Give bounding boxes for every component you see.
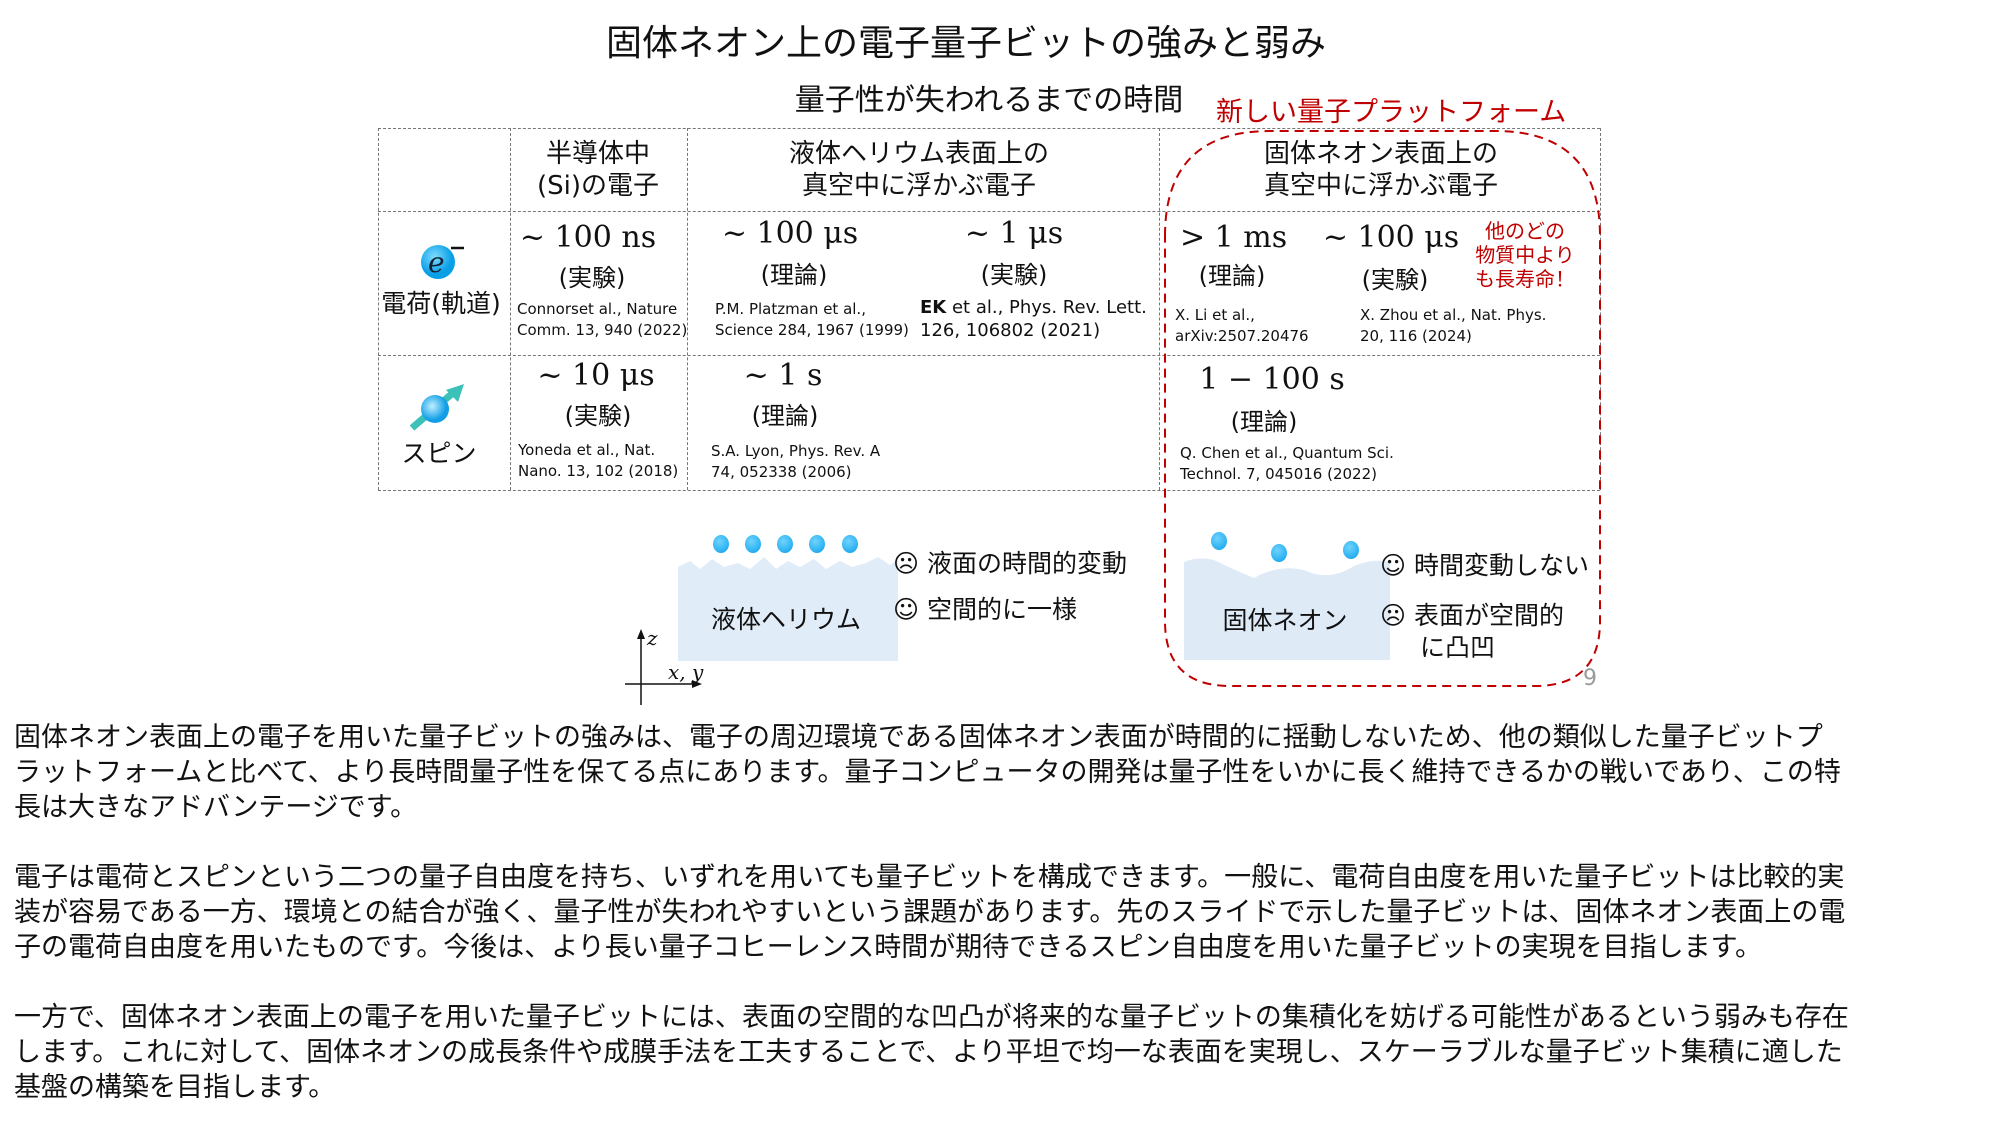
row-label-charge: 電荷(軌道) [381, 289, 501, 318]
electron-dot [842, 535, 858, 553]
svg-text:e: e [428, 246, 445, 279]
header-semiconductor: 半導体中(Si)の電子 [536, 139, 660, 201]
spin-ne-value: 1 − 100 s [1199, 362, 1345, 397]
electron-dot [1211, 532, 1227, 550]
axis-xy-label: x, y [668, 660, 704, 684]
charge-ne-exp-citation: X. Zhou et al., Nat. Phys.20, 116 (2024) [1360, 306, 1547, 345]
electron-dot [777, 535, 793, 553]
helium-con: ☹ 液面の時間的変動 [893, 549, 1128, 578]
electron-icon: e [421, 245, 464, 279]
frown-icon: ☹ [893, 549, 920, 578]
longest-lifetime-note: 他のどの物質中よりも長寿命！ [1475, 219, 1575, 291]
charge-ne-exp-value: ~ 100 μs [1322, 220, 1460, 255]
axis-icon [625, 629, 702, 705]
spin-si-kind: (実験) [564, 402, 632, 430]
spin-ne-citation: Q. Chen et al., Quantum Sci.Technol. 7, … [1180, 444, 1394, 483]
solid-neon-surface [1184, 558, 1390, 660]
table-divider [687, 128, 688, 490]
electron-dot [745, 535, 761, 553]
spin-icon [409, 384, 464, 431]
electron-dot [809, 535, 825, 553]
solid-neon-label: 固体ネオン [1222, 606, 1348, 635]
spin-ne-kind: (理論) [1230, 408, 1298, 436]
charge-ne-theory-value: > 1 ms [1180, 220, 1288, 255]
neon-con: ☹ 表面が空間的に凸凹 [1380, 601, 1565, 662]
header-liquid-helium: 液体ヘリウム表面上の真空中に浮かぶ電子 [788, 139, 1050, 201]
charge-he-exp-value: ~ 1 μs [964, 216, 1064, 251]
table-divider [378, 355, 1600, 356]
slide-subtitle: 量子性が失われるまでの時間 [794, 83, 1184, 118]
charge-ne-theory-citation: X. Li et al.,arXiv:2507.20476 [1175, 306, 1309, 345]
spin-si-value: ~ 10 μs [537, 358, 655, 393]
neon-pro: ☺ 時間変動しない [1380, 551, 1590, 580]
page-number: 9 [1583, 666, 1597, 691]
liquid-helium-label: 液体ヘリウム [710, 605, 862, 634]
charge-he-theory-citation: P.M. Platzman et al.,Science 284, 1967 (… [715, 300, 909, 339]
row-label-spin: スピン [401, 439, 477, 468]
electron-dot [1343, 541, 1359, 559]
charge-si-kind: (実験) [558, 264, 626, 292]
charge-he-theory-value: ~ 100 μs [721, 216, 859, 251]
charge-ne-theory-kind: (理論) [1198, 262, 1266, 290]
liquid-helium-surface [678, 557, 898, 661]
table-divider [510, 128, 511, 490]
slide-title: 固体ネオン上の電子量子ビットの強みと弱み [605, 23, 1327, 64]
smile-icon: ☺ [1380, 551, 1407, 580]
paragraph-strength: 固体ネオン表面上の電子を用いた量子ビットの強みは、電子の周辺環境である固体ネオン… [14, 722, 1841, 823]
charge-he-theory-kind: (理論) [760, 261, 828, 289]
header-solid-neon: 固体ネオン表面上の真空中に浮かぶ電子 [1263, 139, 1499, 201]
helium-pro: ☺ 空間的に一様 [893, 595, 1078, 624]
table-divider [378, 211, 1600, 212]
table-border [378, 490, 1600, 491]
charge-ne-exp-kind: (実験) [1361, 266, 1429, 294]
electron-dot [713, 535, 729, 553]
charge-si-value: ~ 100 ns [519, 220, 657, 255]
frown-icon: ☹ [1380, 601, 1407, 630]
paragraph-charge-spin: 電子は電荷とスピンという二つの量子自由度を持ち、いずれを用いても量子ビットを構成… [14, 862, 1846, 963]
table-border [378, 128, 1600, 129]
spin-si-citation: Yoneda et al., Nat.Nano. 13, 102 (2018) [518, 441, 679, 480]
smile-icon: ☺ [893, 595, 920, 624]
charge-he-exp-kind: (実験) [980, 261, 1048, 289]
electron-dot [1271, 544, 1287, 562]
spin-he-value: ~ 1 s [743, 358, 823, 393]
axis-z-label: z [647, 626, 658, 650]
table-border [378, 128, 379, 490]
spin-he-kind: (理論) [751, 402, 819, 430]
new-platform-label: 新しい量子プラットフォーム [1216, 97, 1567, 128]
new-platform-highlight-box [1164, 130, 1601, 687]
table-divider [1159, 128, 1160, 490]
paragraph-weakness: 一方で、固体ネオン表面上の電子を用いた量子ビットには、表面の空間的な凹凸が将来的… [14, 1002, 1849, 1103]
charge-he-exp-citation: EK et al., Phys. Rev. Lett.126, 106802 (… [920, 297, 1147, 341]
